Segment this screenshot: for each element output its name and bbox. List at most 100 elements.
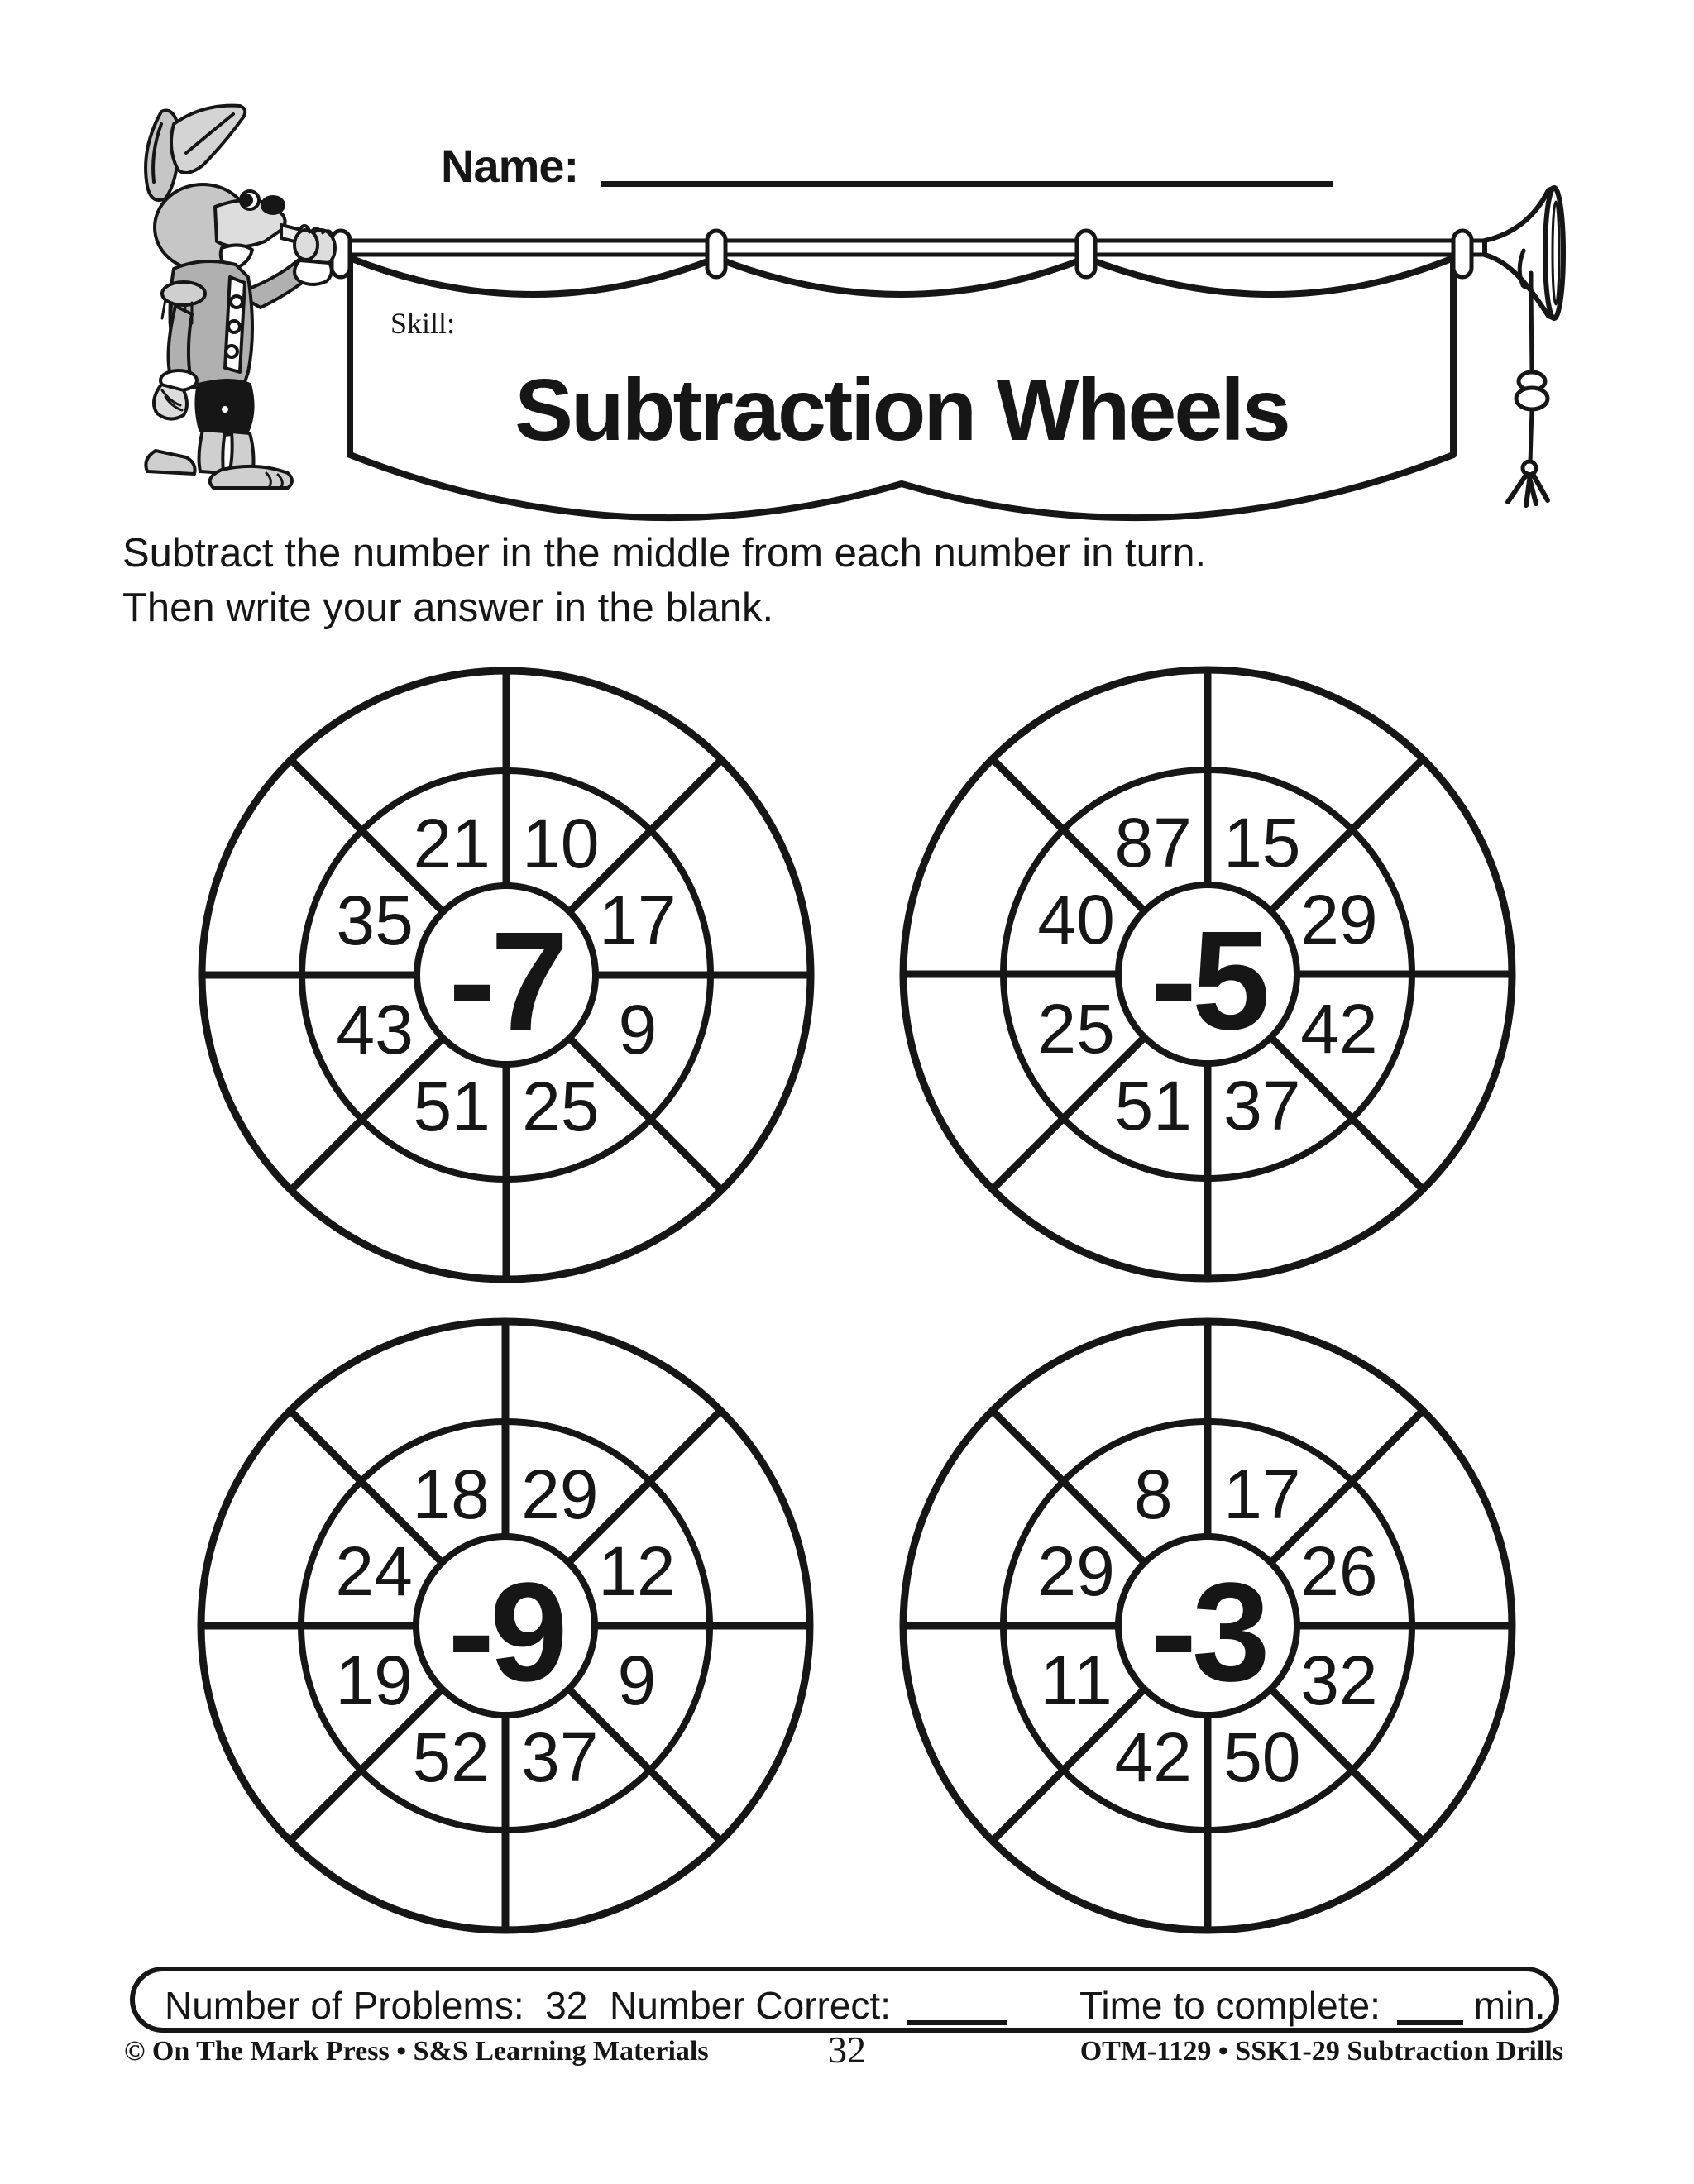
wheel-number: 37 xyxy=(1223,1067,1300,1145)
wheel-2-answer-blank-4[interactable] xyxy=(1259,1163,1350,1254)
wheel-center-operation: -3 xyxy=(1150,1554,1266,1711)
wheel-number: 21 xyxy=(413,805,490,882)
wheel-4-answer-blank-2[interactable] xyxy=(1396,1484,1487,1575)
wheel-3-answer-blank-1[interactable] xyxy=(557,1346,648,1437)
wheel-number: 51 xyxy=(1114,1067,1191,1145)
problems-value: 32 xyxy=(545,1984,588,2027)
wheel-number: 42 xyxy=(1300,990,1377,1068)
instructions-line-1: Subtract the number in the middle from e… xyxy=(122,531,1207,576)
wheel-number: 24 xyxy=(335,1532,412,1610)
page-title: Subtraction Wheels xyxy=(514,361,1290,459)
wheel-3-answer-blank-7[interactable] xyxy=(226,1484,317,1575)
wheel-4-answer-blank-6[interactable] xyxy=(928,1677,1019,1768)
wheel-number: 29 xyxy=(1037,1532,1114,1610)
wheel-number: 25 xyxy=(522,1068,599,1145)
horn-tassel-cord xyxy=(1505,282,1550,508)
wheel-2-answer-blank-6[interactable] xyxy=(928,1025,1019,1116)
name-label: Name: xyxy=(441,140,579,192)
footer-copyright: © On The Mark Press • S&S Learning Mater… xyxy=(124,2036,709,2067)
wheel-2-answer-blank-5[interactable] xyxy=(1065,1163,1156,1254)
wheel-number: 17 xyxy=(1223,1455,1300,1533)
banner-ring xyxy=(1451,228,1474,280)
wheel-4-answer-blank-5[interactable] xyxy=(1065,1814,1156,1905)
wheel-3-answer-blank-8[interactable] xyxy=(363,1346,454,1437)
wheel-number: 37 xyxy=(521,1718,598,1796)
wheel-4-answer-blank-1[interactable] xyxy=(1259,1346,1350,1437)
wheel-1-answer-blank-3[interactable] xyxy=(695,1026,786,1117)
time-unit-label: min. xyxy=(1473,1984,1546,2027)
wheel-1-answer-blank-2[interactable] xyxy=(695,833,786,924)
wheel-4-answer-blank-4[interactable] xyxy=(1259,1814,1350,1905)
wheel-center-operation: -7 xyxy=(448,903,563,1060)
wheel-number: 9 xyxy=(619,991,658,1068)
wheel-number: 15 xyxy=(1223,804,1300,882)
wheel-2-answer-blank-2[interactable] xyxy=(1396,832,1487,923)
wheel-1-answer-blank-5[interactable] xyxy=(364,1164,455,1254)
wheel-3-answer-blank-6[interactable] xyxy=(226,1677,317,1768)
wheel-number: 40 xyxy=(1037,881,1114,958)
wheel-number: 42 xyxy=(1114,1718,1191,1796)
wheel-number: 51 xyxy=(413,1068,490,1145)
wheel-1-answer-blank-4[interactable] xyxy=(557,1164,648,1254)
wheel-number: 19 xyxy=(335,1642,412,1719)
wheel-number: 8 xyxy=(1134,1455,1173,1533)
wheel-number: 35 xyxy=(336,882,413,959)
wheel-3-answer-blank-2[interactable] xyxy=(694,1484,785,1575)
horn-bell-icon xyxy=(1482,185,1566,321)
wheel-2-answer-blank-8[interactable] xyxy=(1065,695,1156,786)
banner-ribbon xyxy=(347,255,1457,522)
wheel-3-answer-blank-3[interactable] xyxy=(694,1677,785,1768)
wheel-1-answer-blank-8[interactable] xyxy=(364,695,455,786)
instructions-line-2: Then write your answer in the blank. xyxy=(122,585,774,630)
number-correct-blank[interactable] xyxy=(907,2020,1007,2025)
page-number: 32 xyxy=(828,2029,866,2071)
wheel-3-answer-blank-4[interactable] xyxy=(557,1814,648,1905)
wheel-4-answer-blank-3[interactable] xyxy=(1396,1677,1487,1768)
wheel-number: 17 xyxy=(599,882,676,959)
wheel-1-answer-blank-6[interactable] xyxy=(227,1026,318,1117)
wheel-2-answer-blank-7[interactable] xyxy=(928,832,1019,923)
wheel-number: 32 xyxy=(1300,1642,1377,1719)
time-label: Time to complete: min. xyxy=(1079,1984,1546,2027)
footer-product-code: OTM-1129 • SSK1-29 Subtraction Drills xyxy=(1079,2036,1563,2067)
banner-ring xyxy=(705,228,728,280)
wheel-number: 12 xyxy=(598,1532,675,1610)
footer: 32 © On The Mark Press • S&S Learning Ma… xyxy=(0,2028,1694,2077)
instructions: Subtract the number in the middle from e… xyxy=(122,526,1413,635)
wheel-2-answer-blank-1[interactable] xyxy=(1259,695,1350,786)
wheel-number: 43 xyxy=(336,991,413,1068)
wheel-1-answer-blank-7[interactable] xyxy=(227,833,318,924)
wheel-1-answer-blank-1[interactable] xyxy=(557,695,648,786)
wheel-number: 11 xyxy=(1040,1642,1112,1719)
banner-ring xyxy=(1074,228,1098,280)
wheel-number: 87 xyxy=(1114,804,1191,882)
time-blank[interactable] xyxy=(1396,2020,1463,2025)
wheel-center-operation: -9 xyxy=(447,1554,563,1711)
wheel-number: 29 xyxy=(521,1455,598,1533)
name-input-line[interactable] xyxy=(601,181,1333,187)
skill-label: Skill: xyxy=(390,307,456,340)
horn-tube xyxy=(306,238,1489,257)
wheel-number: 50 xyxy=(1223,1718,1300,1796)
wheel-number: 18 xyxy=(412,1455,489,1533)
wheel-3-answer-blank-5[interactable] xyxy=(363,1814,454,1905)
wheel-center-operation: -5 xyxy=(1150,902,1266,1059)
wheel-4-answer-blank-8[interactable] xyxy=(1065,1346,1156,1437)
wheel-number: 10 xyxy=(522,805,599,882)
header-banner-art xyxy=(144,103,1566,522)
wheel-number: 26 xyxy=(1300,1532,1377,1610)
wheel-2-answer-blank-3[interactable] xyxy=(1396,1025,1487,1116)
wheel-number: 52 xyxy=(412,1718,489,1796)
problems-label: Number of Problems: 32 xyxy=(165,1984,588,2027)
rabbit-bugler-illustration xyxy=(144,103,337,490)
wheel-4-answer-blank-7[interactable] xyxy=(928,1484,1019,1575)
